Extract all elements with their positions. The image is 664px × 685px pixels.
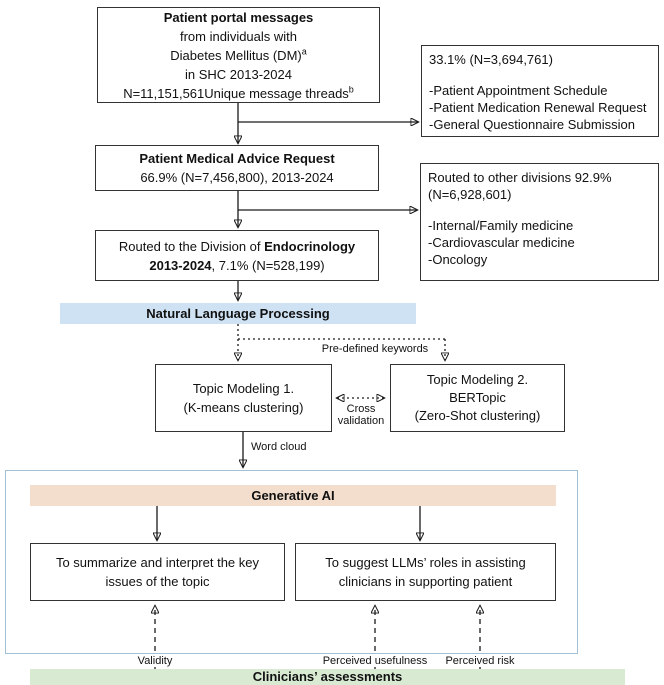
routine-messages-header: 33.1% (N=3,694,761) xyxy=(429,52,553,67)
advice-request-subtitle: 66.9% (N=7,456,800), 2013-2024 xyxy=(140,170,334,185)
nlp-bar: Natural Language Processing xyxy=(60,303,416,324)
pre-defined-keywords-label: Pre-defined keywords xyxy=(315,343,435,355)
cross-validation-label: Cross validation xyxy=(333,403,389,427)
tm2-line2: BERTopic xyxy=(449,390,506,405)
perceived-usefulness-label: Perceived usefulness xyxy=(318,655,432,667)
patient-portal-line4: in SHC 2013-2024 xyxy=(185,66,292,82)
routine-messages-box: 33.1% (N=3,694,761) -Patient Appointment… xyxy=(421,45,659,137)
other-divisions-box: Routed to other divisions 92.9% (N=6,928… xyxy=(420,163,659,281)
spacer xyxy=(429,68,651,82)
validity-label: Validity xyxy=(125,655,185,667)
advice-request-box: Patient Medical Advice Request 66.9% (N=… xyxy=(95,145,379,191)
routine-item-appointment: -Patient Appointment Schedule xyxy=(429,83,608,98)
other-divisions-header: Routed to other divisions 92.9% (N=6,928… xyxy=(428,170,612,202)
word-cloud-label: Word cloud xyxy=(251,441,313,453)
suggest-box: To suggest LLMs’ roles in assisting clin… xyxy=(295,543,556,601)
patient-portal-line2: from individuals with xyxy=(179,28,298,44)
patient-portal-line5: N=11,151,561Unique message threadsb xyxy=(123,84,354,101)
patient-portal-title: Patient portal messages xyxy=(163,9,314,25)
clinicians-assessments-bar: Clinicians’ assessments xyxy=(30,669,625,685)
cross-validation-line2: validation xyxy=(337,415,385,427)
patient-portal-box: Patient portal messages from individuals… xyxy=(97,7,380,103)
patient-portal-line3: Diabetes Mellitus (DM)a xyxy=(170,46,307,63)
generative-ai-container xyxy=(5,470,578,654)
topic-modeling-1-box: Topic Modeling 1. (K-means clustering) xyxy=(155,364,332,432)
summarize-box: To summarize and interpret the key issue… xyxy=(30,543,285,601)
topic-modeling-2-box: Topic Modeling 2. BERTopic (Zero-Shot cl… xyxy=(390,364,565,432)
tm2-line1: Topic Modeling 2. xyxy=(426,372,529,387)
routine-item-medication: -Patient Medication Renewal Request xyxy=(429,100,647,115)
endocrinology-line2: 2013-2024, 7.1% (N=528,199) xyxy=(149,257,325,273)
perceived-risk-label: Perceived risk xyxy=(440,655,520,667)
advice-request-title: Patient Medical Advice Request xyxy=(139,151,335,166)
tm1-line2: (K-means clustering) xyxy=(183,400,304,415)
cross-validation-line1: Cross xyxy=(346,403,376,415)
tm1-line1: Topic Modeling 1. xyxy=(192,381,295,396)
spacer xyxy=(428,203,651,217)
other-item-cardio: -Cardiovascular medicine xyxy=(428,235,575,250)
summarize-text: To summarize and interpret the key issue… xyxy=(55,555,260,589)
other-item-oncology: -Oncology xyxy=(428,252,488,267)
other-item-internal: -Internal/Family medicine xyxy=(428,218,574,233)
routine-item-questionnaire: -General Questionnaire Submission xyxy=(429,117,635,132)
endocrinology-box: Routed to the Division of Endocrinology … xyxy=(95,230,379,281)
endocrinology-line1: Routed to the Division of Endocrinology xyxy=(118,238,356,254)
generative-ai-bar: Generative AI xyxy=(30,485,556,506)
tm2-line3: (Zero-Shot clustering) xyxy=(414,408,541,423)
suggest-text: To suggest LLMs’ roles in assisting clin… xyxy=(325,555,526,589)
